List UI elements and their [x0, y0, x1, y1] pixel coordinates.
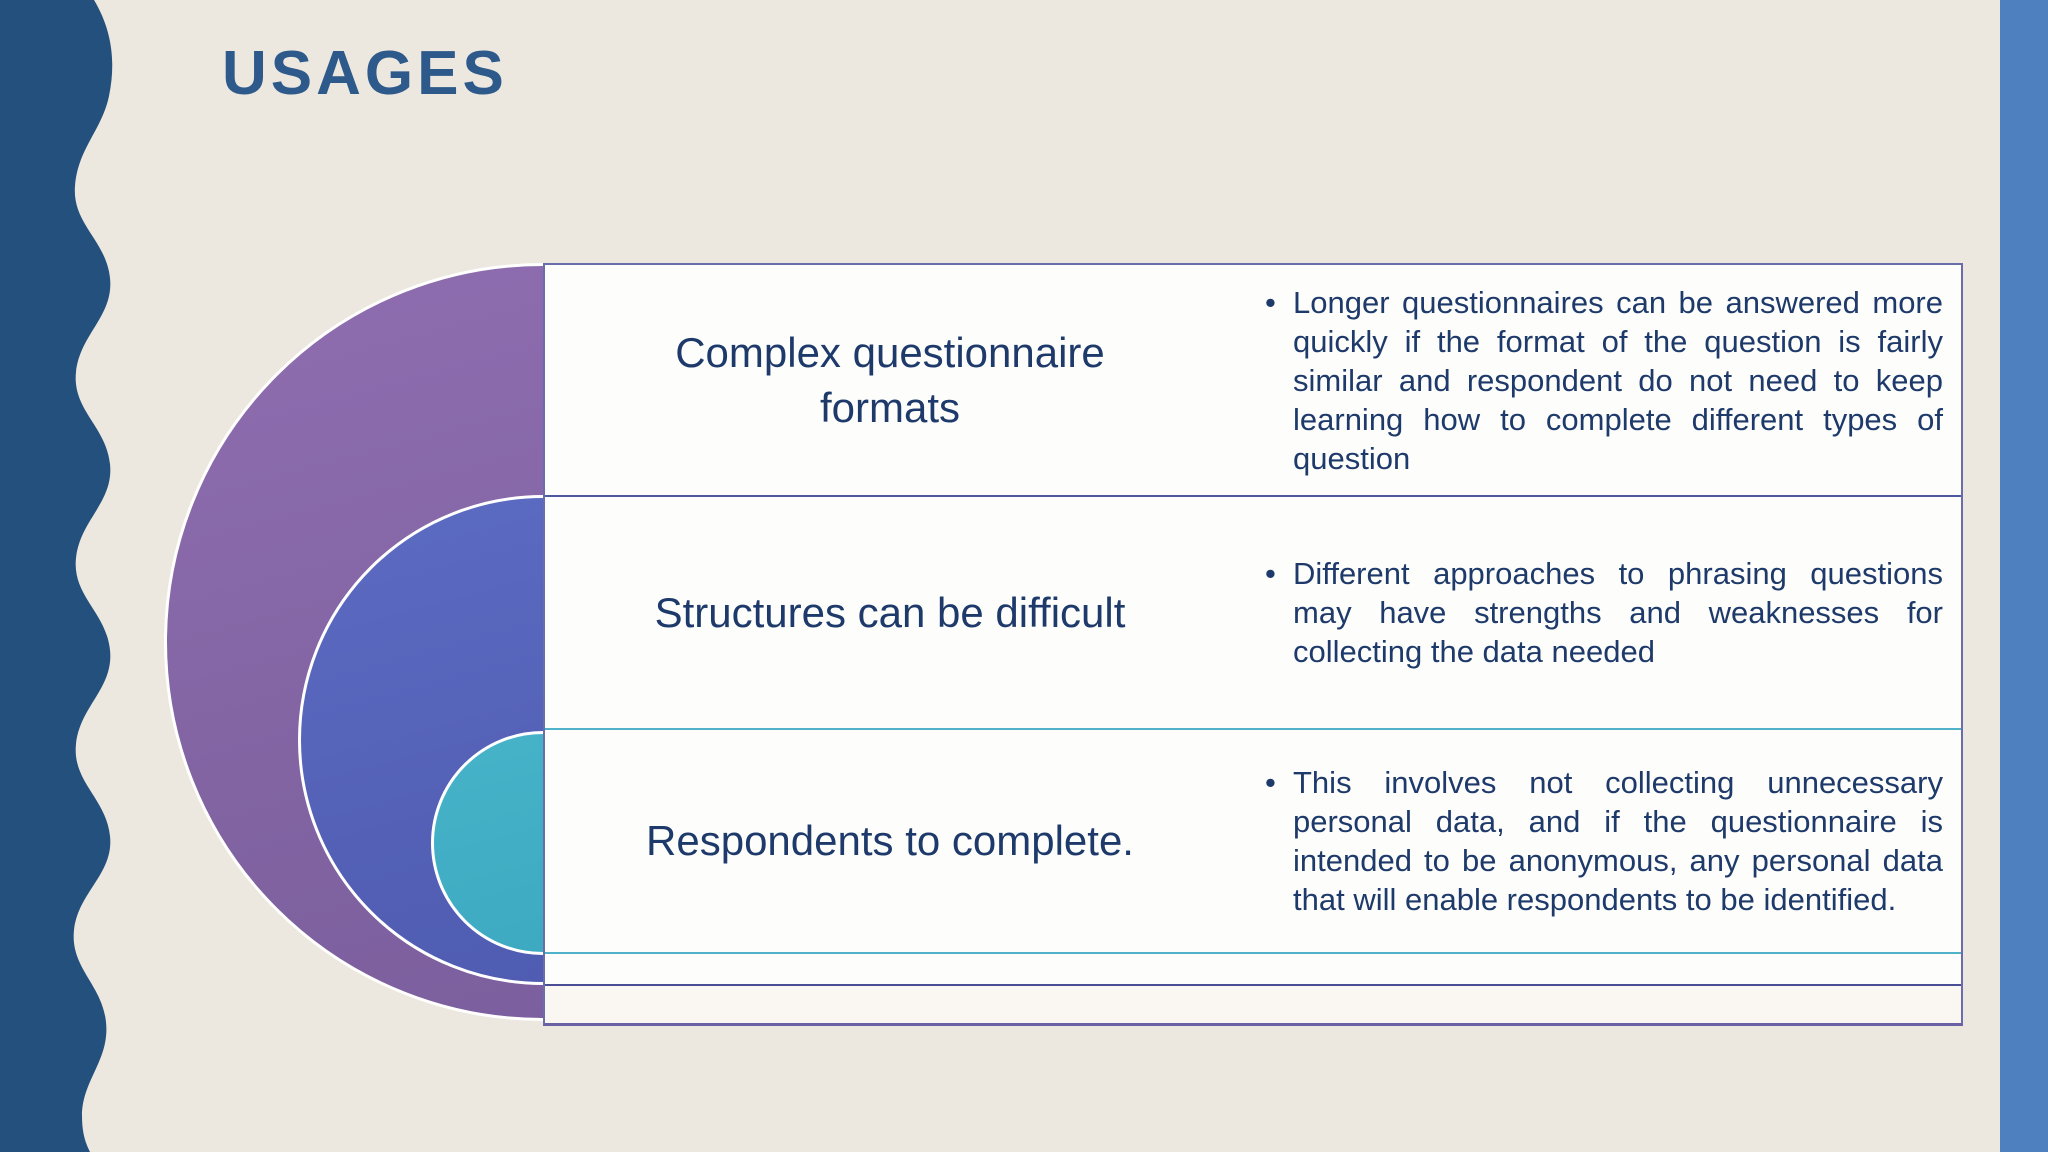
- bullet-text: Different approaches to phrasing questio…: [1293, 556, 1943, 669]
- bullet-icon: •: [1265, 284, 1276, 320]
- bullet-text: Longer questionnaires can be answered mo…: [1293, 284, 1943, 476]
- row-heading: Structures can be difficult: [654, 588, 1126, 636]
- row-bullet-cell: • Longer questionnaires can be answered …: [1235, 283, 1961, 478]
- page-title: USAGES: [222, 39, 508, 108]
- row-heading: Complex questionnaire formats: [675, 328, 1105, 431]
- row-heading: Respondents to complete.: [646, 817, 1134, 865]
- table-empty-row: [545, 954, 1961, 986]
- row-bullet-cell: • This involves not collecting unnecessa…: [1235, 763, 1961, 919]
- left-wave-decoration: [0, 0, 113, 1152]
- usages-table: Complex questionnaire formats • Longer q…: [543, 263, 1963, 1026]
- bullet-icon: •: [1265, 556, 1276, 591]
- bullet-icon: •: [1265, 765, 1276, 800]
- row-bullet-cell: • Different approaches to phrasing quest…: [1235, 554, 1961, 671]
- table-row: Respondents to complete. • This involves…: [545, 730, 1961, 954]
- table-row: Complex questionnaire formats • Longer q…: [545, 265, 1961, 497]
- bullet-text: This involves not collecting unnecessary…: [1293, 765, 1943, 917]
- right-edge-bar: [2000, 0, 2048, 1152]
- table-row: Structures can be difficult • Different …: [545, 497, 1961, 730]
- table-empty-row: [545, 986, 1961, 1023]
- wave-shape: [0, 0, 113, 1152]
